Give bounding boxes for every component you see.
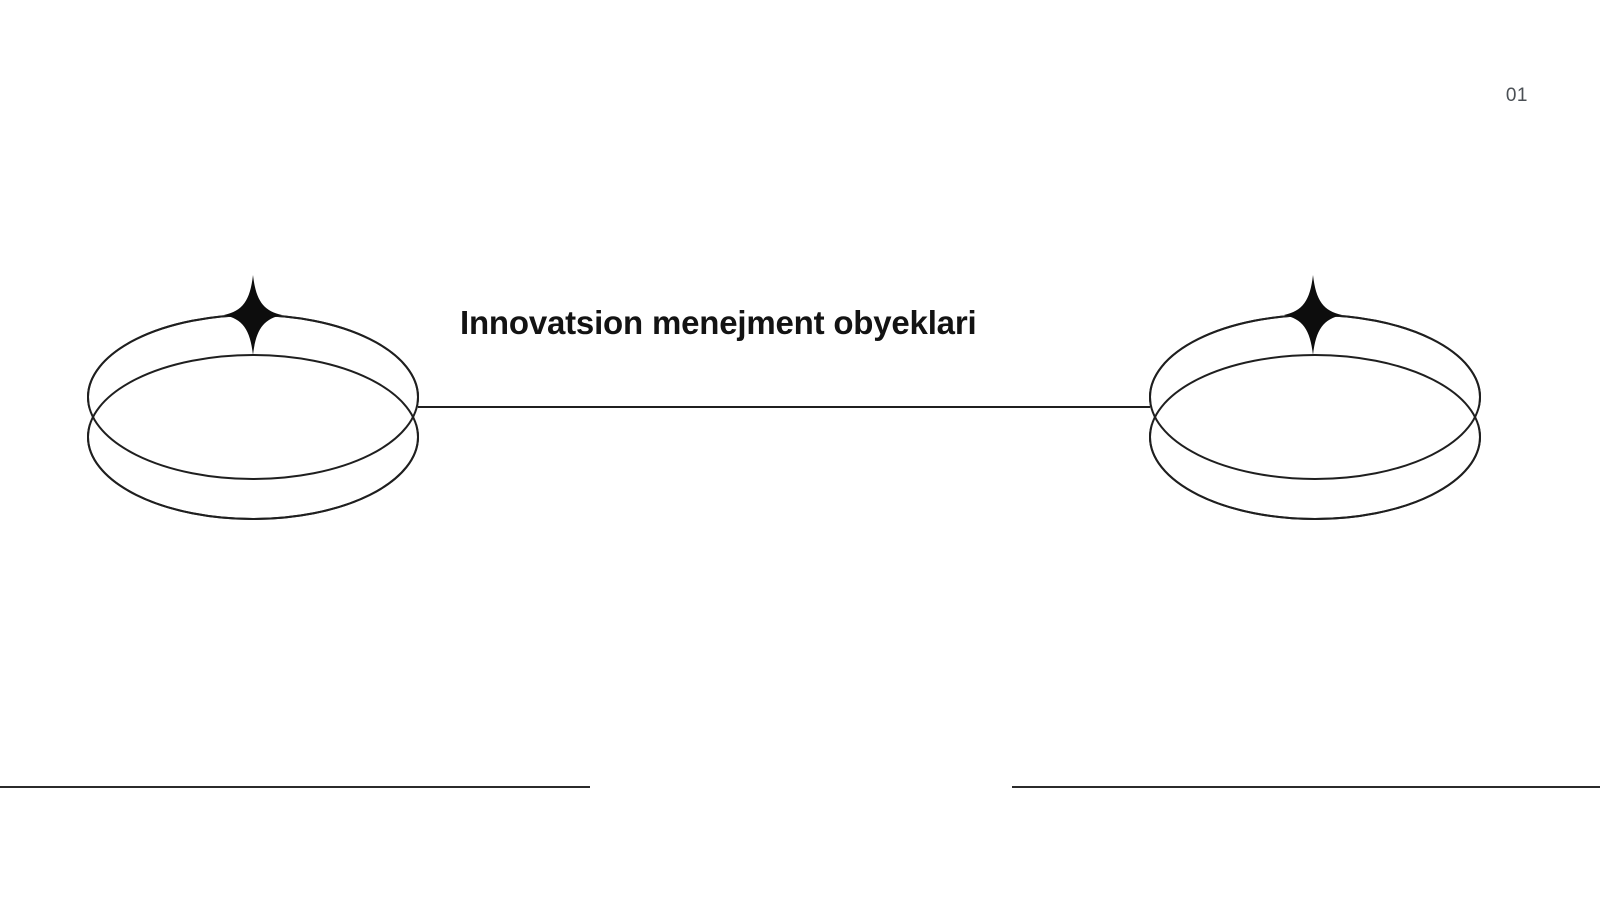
sparkle-icon	[224, 275, 282, 355]
bottom-rule-right	[1012, 786, 1600, 788]
left-ring-group	[87, 275, 419, 520]
right-ring-lower-back-arc	[1149, 354, 1481, 438]
left-ring-lower-front-arc	[87, 436, 419, 520]
page-title: Innovatsion menejment obyeklari	[460, 304, 977, 342]
right-ring-upper-ellipse	[1149, 314, 1481, 480]
left-ring-upper-back-arc	[87, 314, 419, 398]
left-ring-upper-ellipse	[87, 314, 419, 480]
right-ring-lower-front-arc	[1149, 436, 1481, 520]
page-number: 01	[1505, 85, 1528, 106]
bottom-rule-left	[0, 786, 590, 788]
right-ring-group	[1149, 275, 1481, 520]
right-ring-upper-front-arc	[1149, 396, 1481, 480]
right-ring-lower-ellipse	[1149, 354, 1481, 520]
left-ring-lower-ellipse	[87, 354, 419, 520]
right-ring-upper-back-arc	[1149, 314, 1481, 398]
left-ring-midline	[88, 333, 418, 497]
right-ring-inner-fill	[1150, 333, 1480, 497]
left-ring-upper-front-arc	[87, 396, 419, 480]
left-ring-inner-fill	[88, 333, 418, 497]
left-ring-lower-back-arc	[87, 354, 419, 438]
sparkle-icon	[1284, 275, 1342, 355]
